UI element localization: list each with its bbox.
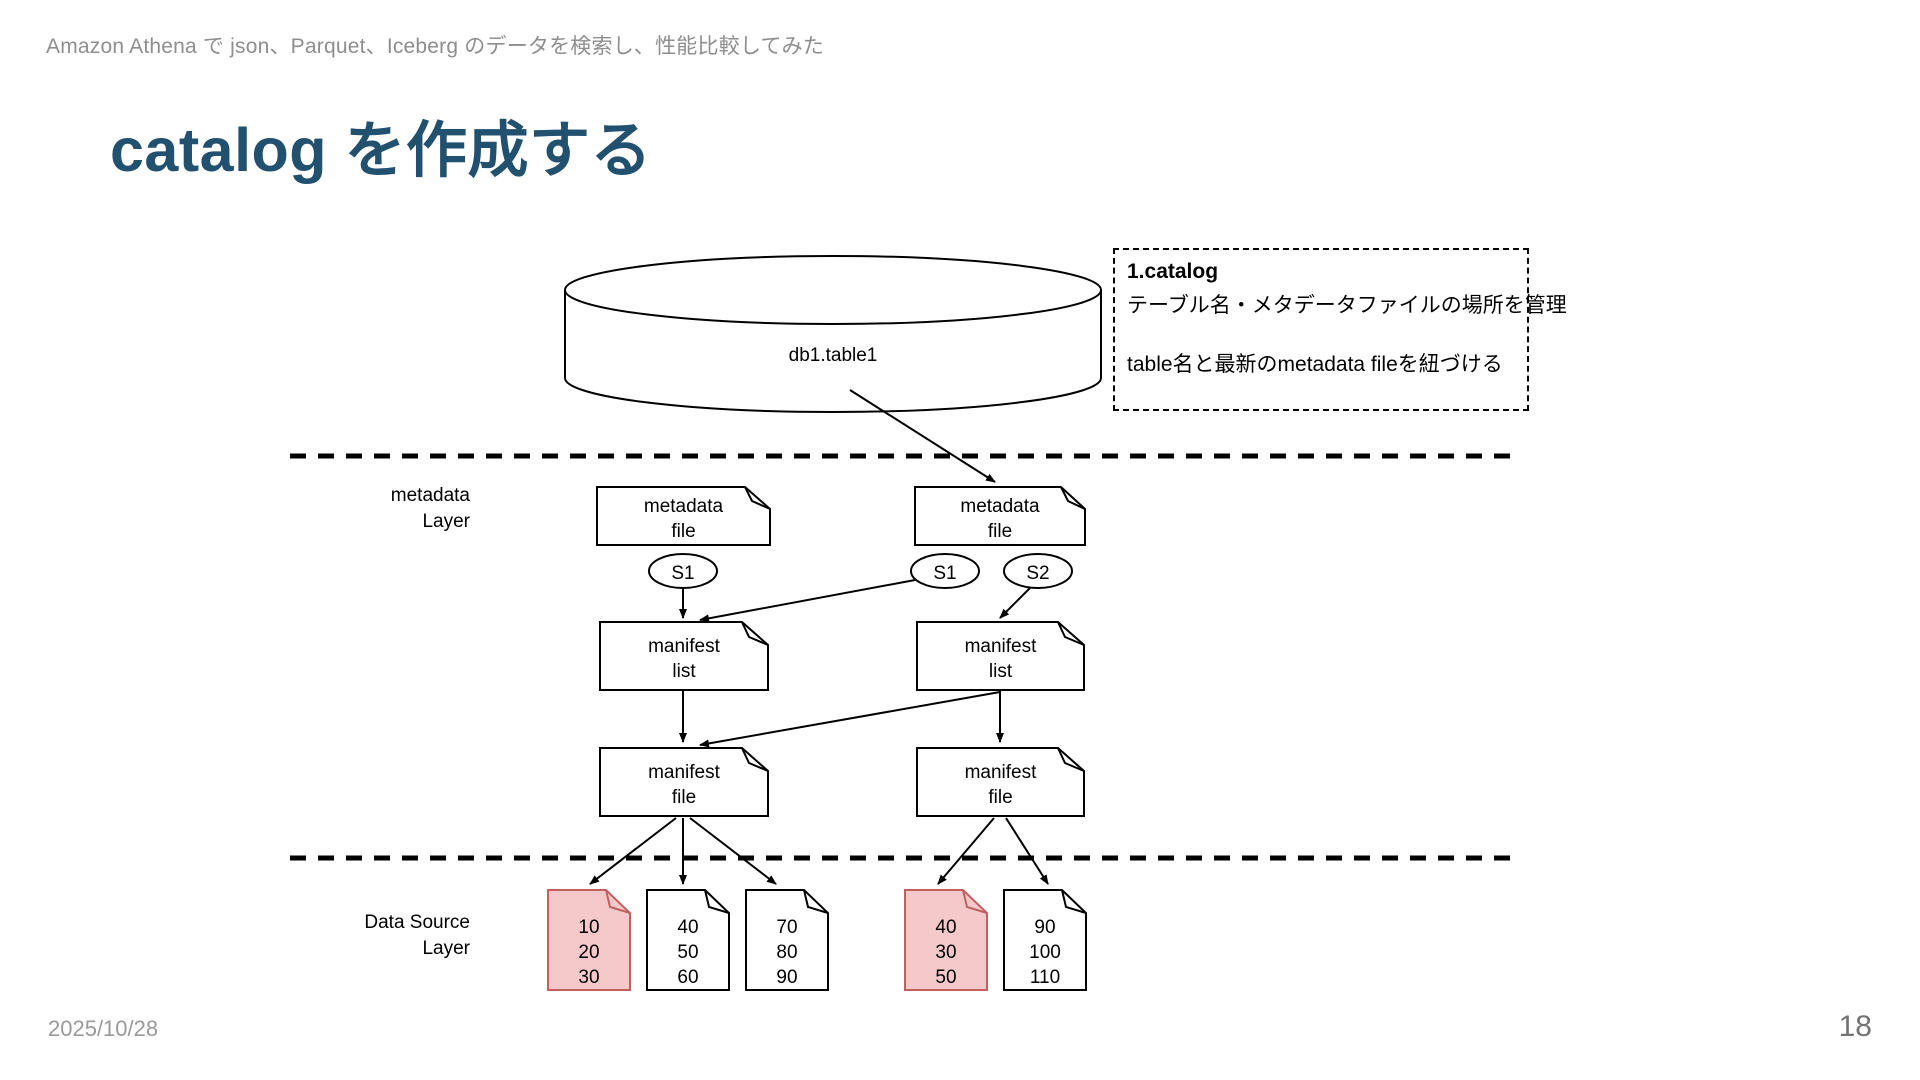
callout-body-line2: table名と最新のmetadata fileを紐づける xyxy=(1127,353,1503,376)
data-source-layer-line2: Layer xyxy=(422,938,470,959)
data-file-1-shape xyxy=(547,889,631,991)
data-file-4-shape xyxy=(904,889,988,991)
edge-s2right-to-manifestlist-right xyxy=(999,587,1031,619)
edge-manifestfile-left-to-datafile-3 xyxy=(689,817,777,885)
metadata-file-left-shape xyxy=(596,486,771,546)
catalog-callout-box: 1.catalog テーブル名・メタデータファイルの場所を管理 table名と最… xyxy=(1113,248,1567,411)
edge-manifestfile-left-to-datafile-1 xyxy=(589,817,677,885)
snapshot-right-s1-shape xyxy=(910,553,980,589)
edge-manifestfile-right-to-datafile-4 xyxy=(937,817,995,885)
slide-date: 2025/10/28 xyxy=(48,1016,159,1041)
edge-catalog-to-metadata-right xyxy=(849,389,996,483)
slide-subtitle: Amazon Athena で json、Parquet、Iceberg のデー… xyxy=(46,35,825,58)
catalog-cylinder-shape xyxy=(564,255,1102,413)
metadata-file-right-shape xyxy=(914,486,1086,546)
data-file-3-shape xyxy=(745,889,829,991)
edge-manifestfile-right-to-datafile-5 xyxy=(1005,817,1049,885)
callout-body-line1: テーブル名・メタデータファイルの場所を管理 xyxy=(1127,294,1567,317)
manifest-list-right-shape xyxy=(916,621,1085,691)
snapshot-left-s1-shape xyxy=(648,553,718,589)
manifest-file-right-shape xyxy=(916,747,1085,817)
data-source-layer-line1: Data Source xyxy=(364,912,470,933)
callout-heading: 1.catalog xyxy=(1127,260,1219,283)
data-file-5-shape xyxy=(1003,889,1087,991)
manifest-file-left-shape xyxy=(599,747,769,817)
page-title: catalog を作成する xyxy=(110,116,653,184)
manifest-list-left-shape xyxy=(599,621,769,691)
data-file-2-shape xyxy=(646,889,730,991)
edge-s1right-to-manifestlist-left xyxy=(699,579,916,623)
snapshot-right-s2-shape xyxy=(1003,553,1073,589)
metadata-layer-line1: metadata xyxy=(390,485,470,506)
metadata-layer-line2: Layer xyxy=(422,511,470,532)
slide-page-number: 18 xyxy=(1838,1010,1872,1043)
edge-manifestlist-right-to-manifestfile-left xyxy=(699,691,1001,748)
